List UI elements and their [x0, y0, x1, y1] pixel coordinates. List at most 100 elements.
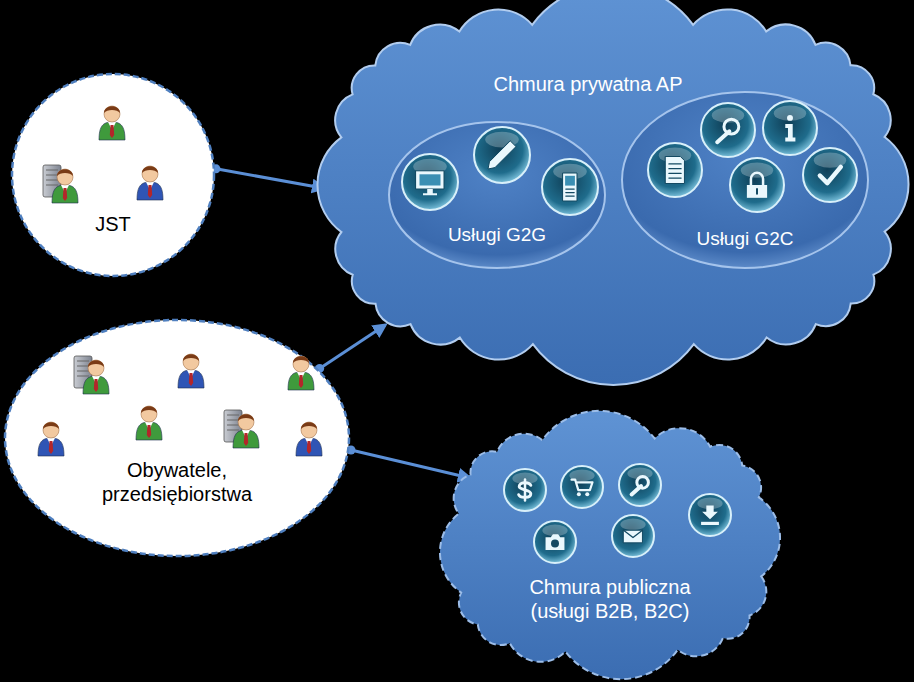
- user-server-icon: [43, 165, 78, 203]
- person-icon: [99, 106, 125, 140]
- glyph-part: [488, 141, 516, 169]
- person-head: [141, 406, 157, 422]
- glyph-part: [787, 115, 793, 121]
- person-body: [83, 376, 109, 394]
- server-slot: [77, 366, 89, 367]
- person-body: [288, 372, 314, 390]
- icon-disc: [561, 466, 603, 508]
- node-label: JST: [10, 212, 216, 236]
- outline: [5, 320, 349, 556]
- glyph-part: [666, 157, 685, 184]
- outline: [12, 74, 214, 276]
- glyph-part: [563, 173, 577, 201]
- person-hair: [142, 166, 158, 173]
- icon-glyph: [563, 173, 577, 201]
- glyph-part: [820, 167, 841, 183]
- service-icon: [689, 494, 731, 536]
- service-icon: [648, 143, 702, 197]
- server-slot: [227, 430, 239, 431]
- icon-group: [504, 464, 731, 563]
- server-slot: [46, 185, 58, 186]
- service-icon: [474, 127, 530, 183]
- person-head: [238, 414, 254, 430]
- person-tie: [49, 441, 53, 454]
- service-icon: [619, 464, 661, 506]
- icon-disc: [619, 464, 661, 506]
- person-icon: [178, 354, 204, 388]
- server-slot: [227, 425, 239, 426]
- glyph-part: [519, 483, 531, 498]
- person-hair: [43, 422, 59, 429]
- dashed-ellipse: Obywatele, przedsiębiorstwa: [3, 318, 351, 558]
- person-head: [88, 360, 104, 376]
- glyph-part: [751, 173, 763, 185]
- glyph-part: [566, 192, 574, 193]
- person-tie: [189, 373, 193, 386]
- service-ellipse: Usługi G2G: [387, 120, 607, 270]
- person-hair: [88, 360, 104, 367]
- server-slot: [46, 175, 58, 176]
- person-icon: [38, 422, 64, 456]
- dashed-circle: JST: [10, 72, 216, 278]
- icon-disc: [730, 158, 784, 212]
- icon-glyph: [519, 480, 531, 501]
- outline: [622, 92, 868, 268]
- service-ellipse: Usługi G2C: [620, 90, 870, 270]
- icon-disc: [803, 148, 857, 202]
- server-slot: [227, 420, 239, 421]
- person-head: [293, 356, 309, 372]
- person-hair: [293, 356, 309, 363]
- outline: [317, 0, 908, 385]
- person-body: [136, 422, 162, 440]
- person-body: [38, 438, 64, 456]
- person-tie: [110, 125, 114, 138]
- icon-disc: [504, 469, 546, 511]
- icon-group: [38, 354, 322, 456]
- person-head: [142, 166, 158, 182]
- person-icon: [137, 166, 163, 200]
- glyph-part: [669, 177, 681, 178]
- node-outline: [10, 72, 216, 278]
- person-body: [178, 370, 204, 388]
- icon-disc: [763, 101, 817, 155]
- icon-glyph: [747, 173, 767, 198]
- icon-disc: [474, 127, 530, 183]
- person-head: [183, 354, 199, 370]
- glyph-part: [423, 189, 437, 195]
- person-tie: [63, 188, 67, 201]
- person-icon: [296, 422, 322, 456]
- glyph-part: [565, 176, 575, 186]
- service-icon: [561, 466, 603, 508]
- icon-disc: [534, 521, 576, 563]
- glyph-part: [756, 189, 758, 194]
- icon-group: [402, 127, 598, 215]
- glyph-part: [585, 492, 589, 496]
- glyph-part: [669, 163, 681, 164]
- glyph-part: [747, 185, 767, 198]
- person-hair: [238, 414, 254, 421]
- icon-glyph: [785, 115, 795, 142]
- person-body: [52, 185, 78, 203]
- icon-glyph: [416, 171, 444, 196]
- person-tie: [244, 433, 248, 446]
- node-outline: [3, 318, 351, 558]
- person-body: [233, 430, 259, 448]
- glyph-part: [701, 522, 719, 525]
- icon-group: [648, 101, 857, 212]
- glyph-part: [572, 480, 593, 491]
- connector-group: [212, 164, 324, 188]
- icon-disc: [612, 515, 654, 557]
- node-outline: [440, 420, 780, 670]
- person-icon: [288, 356, 314, 390]
- node-label: Chmura prywatna AP: [468, 72, 708, 96]
- glyph-part: [420, 174, 441, 185]
- icon-glyph: [701, 506, 719, 525]
- glyph-part: [551, 540, 559, 548]
- glyph-part: [577, 492, 581, 496]
- icon-glyph: [717, 119, 739, 142]
- icon-glyph: [572, 480, 593, 497]
- service-icon: [701, 103, 755, 157]
- public-cloud: Chmura publiczna (usługi B2B, B2C): [440, 420, 780, 670]
- connector-arrow: [216, 169, 324, 188]
